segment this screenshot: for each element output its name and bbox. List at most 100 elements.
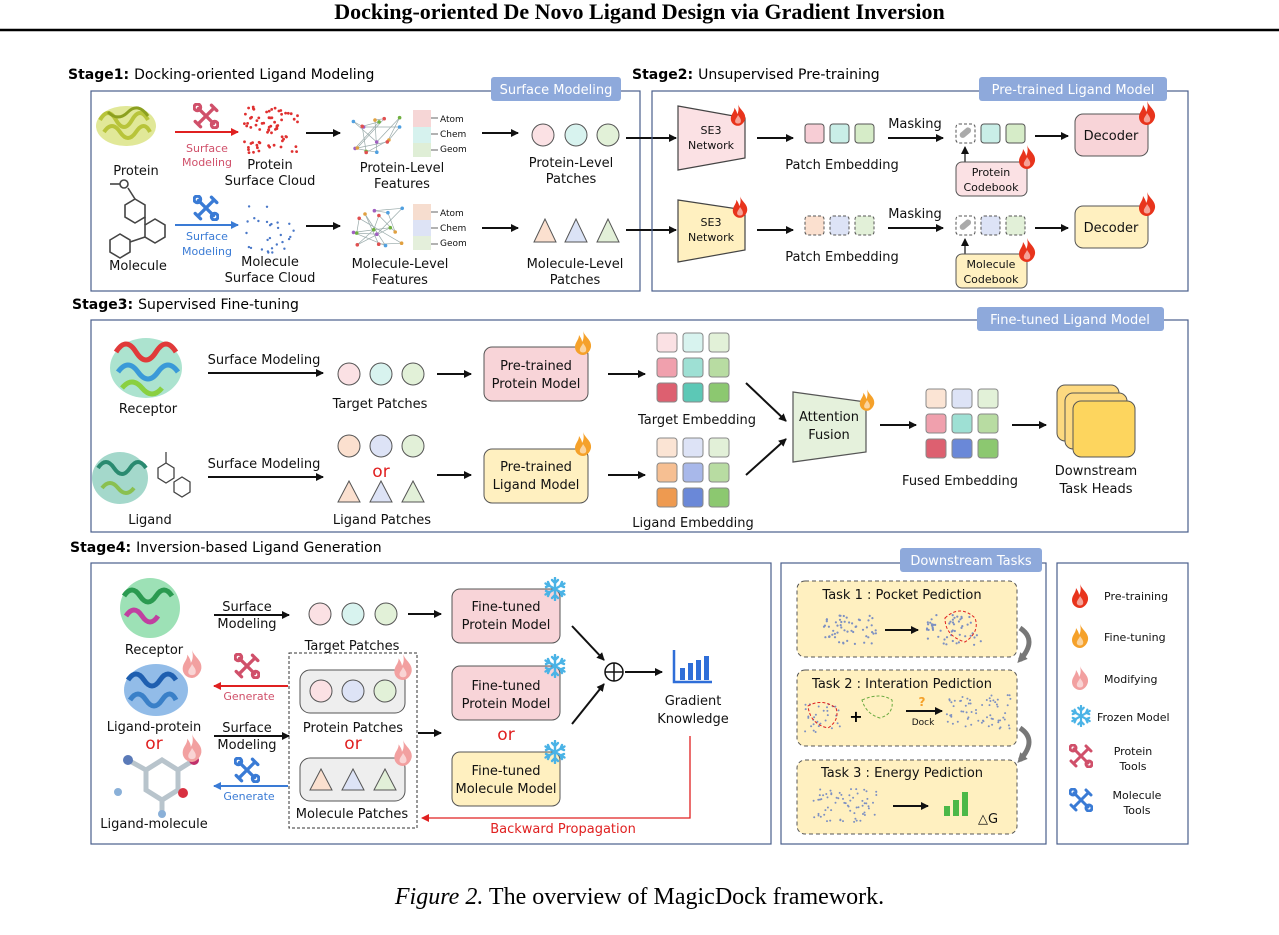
cloud-point (965, 711, 968, 714)
decoder-box-top (1074, 113, 1149, 157)
cloud-point (863, 641, 866, 644)
cloud-point (804, 703, 807, 706)
cloud-point (988, 704, 991, 707)
legend-modifying-icon (1072, 666, 1089, 690)
cloud-point (848, 794, 851, 797)
graph-edge (386, 117, 400, 143)
downstream-label-2: Task Heads (1059, 482, 1133, 497)
patch-embedding-bottom (804, 215, 875, 236)
protein-patches-circles (309, 679, 397, 703)
legend-pretraining-label: Pre-training (1104, 590, 1168, 603)
protein-patches-label-2: Patches (546, 172, 597, 187)
generate-molecule-tool-icon (234, 757, 260, 783)
graph-edge (376, 117, 400, 143)
cloud-point (258, 128, 262, 131)
graph-node (383, 243, 388, 248)
cloud-point (251, 105, 255, 109)
surface-label-red: Surface (186, 142, 228, 155)
cloud-point (960, 710, 963, 713)
cloud-point (967, 716, 970, 719)
cloud-point (872, 801, 874, 804)
molecule-codebook-label-2: Codebook (964, 273, 1020, 286)
graph-edge (364, 213, 380, 245)
ligand-label: Ligand (128, 513, 172, 528)
cloud-point (960, 615, 963, 619)
protein-feature-graph (351, 115, 402, 155)
cloud-point (952, 705, 955, 708)
cloud-point (835, 796, 838, 799)
cloud-point (280, 112, 283, 116)
ligand-protein-image (124, 664, 188, 716)
cloud-point (820, 798, 823, 801)
cloud-point (836, 624, 839, 627)
graph-node (400, 206, 405, 211)
cloud-point (861, 799, 864, 802)
molecule-codebook-flame-icon (1019, 238, 1036, 262)
graph-node (393, 230, 398, 234)
cloud-point (837, 709, 840, 712)
cloud-point (267, 109, 271, 113)
cloud-point (1006, 704, 1009, 707)
graph-edge (359, 217, 402, 244)
cloud-point (861, 628, 865, 631)
cloud-point (814, 713, 817, 716)
cloud-point (855, 806, 858, 809)
arrow-ligand-to-fusion (745, 438, 787, 476)
cloud-point (867, 807, 870, 810)
cloud-point (953, 629, 956, 633)
protein-cloud-label-2: Surface Cloud (225, 174, 316, 189)
cloud-point (960, 699, 962, 702)
legend-pretraining-icon (1072, 584, 1089, 608)
cloud-point (276, 221, 279, 224)
cloud-point (816, 720, 819, 723)
cloud-point (975, 634, 979, 637)
cloud-point (865, 635, 868, 638)
cloud-point (871, 631, 874, 634)
task2-ligand-outline (861, 695, 893, 719)
backward-propagation-arrow (421, 736, 691, 822)
target-embedding-label: Target Embedding (637, 413, 756, 428)
cloud-point (260, 248, 264, 251)
mol-feature-geom-label: Geom (440, 239, 467, 249)
cloud-point (929, 621, 932, 624)
cloud-point (292, 229, 295, 232)
molecule-cloud-label-1: Molecule (241, 255, 299, 270)
cloud-point (271, 251, 274, 254)
cloud-point (994, 701, 997, 704)
cloud-point (927, 628, 930, 632)
cloud-point (272, 143, 276, 147)
cloud-point (948, 622, 951, 625)
graph-edge (387, 212, 396, 233)
graph-node (363, 212, 367, 216)
cloud-point (853, 642, 857, 646)
cloud-point (812, 729, 815, 732)
cloud-point (822, 794, 825, 797)
pretrained-ligand-label-2: Ligand Model (493, 478, 580, 493)
cloud-point (858, 619, 862, 622)
generate-label-red: Generate (223, 690, 275, 703)
cloud-point (255, 143, 259, 147)
cloud-point (973, 643, 976, 646)
surface-modeling-tag (491, 77, 621, 101)
graph-edge (357, 227, 391, 246)
cloud-point (807, 716, 810, 719)
cloud-point (842, 820, 844, 823)
cloud-point (287, 237, 291, 241)
legend-protein-tools-label-1: Protein (1114, 745, 1153, 758)
downstream-tasks-tag-label: Downstream Tasks (910, 554, 1032, 569)
graph-node (351, 230, 356, 235)
cloud-point (951, 621, 955, 624)
se3-label-2: Network (688, 139, 735, 152)
cloud-point (840, 626, 843, 629)
cloud-point (850, 788, 852, 791)
finetuned-protein-model-box-top (451, 588, 561, 644)
cloud-point (273, 106, 277, 110)
cloud-point (257, 140, 261, 144)
cloud-point (247, 245, 251, 249)
protein-patches-label-1: Protein-Level (529, 156, 614, 171)
cloud-point (849, 809, 852, 812)
cloud-point (843, 801, 846, 804)
or-label-stage4-patches: or (344, 734, 361, 754)
attention-fusion-flame-icon (859, 389, 875, 411)
target-patches (337, 362, 425, 386)
